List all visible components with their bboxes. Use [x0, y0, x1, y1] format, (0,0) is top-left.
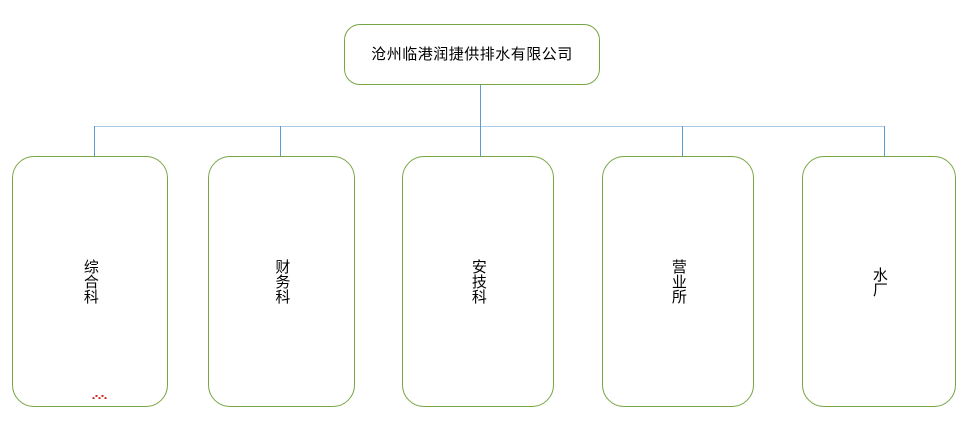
connector-drop-child-3 — [480, 126, 482, 156]
org-node-child-3[interactable]: 安技科 — [402, 156, 554, 407]
org-node-root[interactable]: 沧州临港润捷供排水有限公司 — [344, 24, 600, 85]
connector-drop-child-2 — [280, 126, 282, 156]
org-node-child-4-label: 营业所 — [669, 259, 688, 304]
spellcheck-underline-icon — [92, 395, 107, 399]
org-node-child-5-label: 水厂 — [870, 266, 889, 297]
connector-drop-child-4 — [682, 126, 684, 156]
org-node-child-4[interactable]: 营业所 — [602, 156, 754, 407]
org-node-child-2-label: 财务科 — [273, 259, 292, 304]
org-node-child-1-label: 综合科 — [81, 259, 100, 304]
org-node-child-5[interactable]: 水厂 — [802, 156, 956, 407]
org-node-root-label: 沧州临港润捷供排水有限公司 — [371, 45, 573, 63]
connector-drop-child-1 — [94, 126, 96, 156]
org-node-child-1[interactable]: 综合科 — [12, 156, 168, 407]
org-node-child-2[interactable]: 财务科 — [208, 156, 355, 407]
connector-root-stem — [480, 85, 482, 127]
connector-drop-child-5 — [884, 126, 886, 156]
connector-horizontal-bus — [94, 126, 884, 128]
org-node-child-3-label: 安技科 — [469, 259, 488, 304]
